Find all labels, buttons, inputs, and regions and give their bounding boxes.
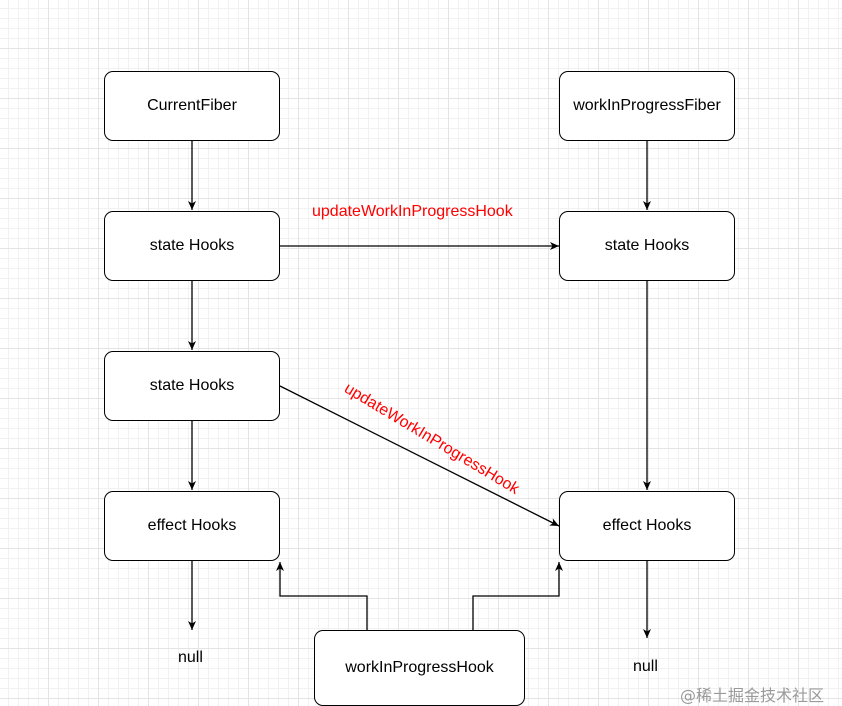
left-state-hooks-2: state Hooks: [104, 351, 280, 421]
watermark: @稀土掘金技术社区: [679, 686, 824, 705]
right-state-hooks: state Hooks: [559, 211, 735, 281]
update-horizontal-label: updateWorkInProgressHook: [312, 203, 513, 220]
edge-update-diagonal: [279, 385, 560, 527]
left-null-label: null: [178, 649, 203, 666]
left-state-hooks-1: state Hooks: [104, 211, 280, 281]
current-fiber-node: CurrentFiber: [104, 71, 280, 141]
left-effect-hooks: effect Hooks: [104, 491, 280, 561]
edge-wiphook-to-right-effect: [472, 562, 563, 630]
wip-fiber-node: workInProgressFiber: [559, 71, 735, 141]
right-effect-hooks: effect Hooks: [559, 491, 735, 561]
wip-hook-node: workInProgressHook: [314, 630, 525, 706]
right-null-label: null: [633, 658, 658, 675]
edge-wiphook-to-left-effect: [276, 562, 368, 630]
